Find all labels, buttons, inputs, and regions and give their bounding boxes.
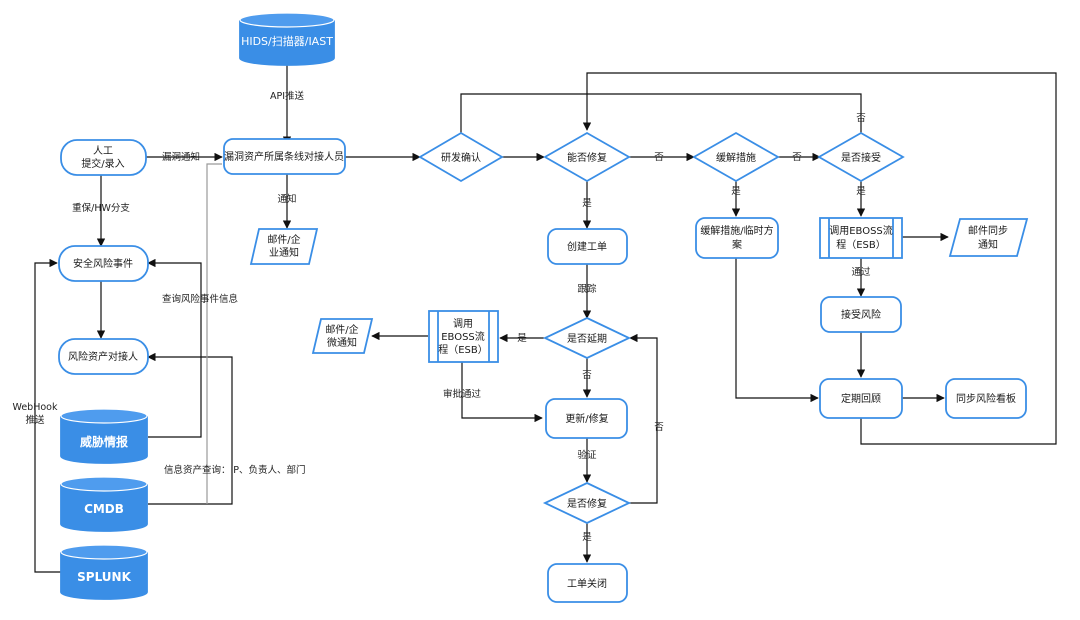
node-risk-contact[interactable]: 风险资产对接人 [58,338,149,375]
node-threat-intel-label: 威胁情报 [80,434,128,449]
node-security-event[interactable]: 安全风险事件 [58,245,149,282]
node-risk-contact-label: 风险资产对接人 [68,350,138,363]
node-splunk-label: SPLUNK [77,570,131,584]
node-manual[interactable]: 人工 提交/录入 [60,139,147,176]
label-verify: 验证 [577,449,597,461]
edge-labels: API推送 漏洞通知 通知 重保/HW分支 查询风险事件信息 WebHook 推… [13,90,871,543]
node-eboss-delay-label-1: 调用 [453,318,473,330]
node-security-event-label: 安全风险事件 [73,257,133,270]
label-yes-fix: 是 [582,198,592,209]
node-create-ticket-label: 创建工单 [567,240,607,253]
node-rd-confirm[interactable]: 研发确认 [418,131,504,183]
label-track: 跟踪 [577,283,597,295]
node-mail-enterprise-2[interactable]: 邮件/企 微通知 [311,318,374,354]
label-webhook-1: WebHook [13,402,58,413]
node-cmdb[interactable]: CMDB [60,476,148,532]
node-eboss-accept-label-1: 调用EBOSS流 [829,224,893,237]
edge-fixed-no-loop [628,333,658,504]
label-query-event: 查询风险事件信息 [162,293,238,305]
label-yes-accept: 是 [856,186,866,197]
node-delay[interactable]: 是否延期 [542,317,632,359]
node-sync-board-label: 同步风险看板 [956,392,1016,405]
node-eboss-accept[interactable]: 调用EBOSS流 程（ESB） [819,217,903,259]
node-mail-enterprise-2-label-2: 微通知 [327,336,357,349]
node-can-fix-label: 能否修复 [567,151,607,164]
node-threat-intel[interactable]: 威胁情报 [60,408,148,464]
label-approved: 审批通过 [443,388,482,400]
node-mail-enterprise-1-label-1: 邮件/企 [267,233,300,246]
node-can-fix[interactable]: 能否修复 [543,131,631,183]
node-update-fix-label: 更新/修复 [565,412,608,425]
node-ticket-closed[interactable]: 工单关闭 [547,563,628,603]
edge-threat-to-event [147,258,202,438]
edge-cmdb-to-dispatch [206,163,222,504]
label-no-delay: 否 [582,370,592,381]
edge-eboss-to-update [461,362,543,423]
node-splunk[interactable]: SPLUNK [60,544,148,600]
edge-plan-to-review [735,257,819,403]
node-dispatch[interactable]: 漏洞资产所属条线对接人员 [223,138,346,175]
node-accept-risk-label: 接受风险 [841,308,881,321]
node-eboss-delay-label-3: 程（ESB） [438,344,488,356]
nodes: HIDS/扫描器/IAST 人工 提交/录入 漏洞资产所属条线对接人员 研发确认… [58,12,1029,603]
node-create-ticket[interactable]: 创建工单 [547,228,628,265]
edge-accept-no-loop [460,93,862,133]
label-critical-hw: 重保/HW分支 [72,202,130,214]
node-mitigation-plan[interactable]: 缓解措施/临时方 案 [695,217,779,259]
label-api-push: API推送 [270,90,305,102]
label-yes-mitigation: 是 [731,186,741,197]
node-mail-enterprise-1-label-2: 业通知 [269,246,299,259]
label-yes-delay: 是 [517,333,527,344]
node-mail-enterprise-2-label-1: 邮件/企 [325,323,358,336]
node-eboss-accept-label-2: 程（ESB） [836,239,886,251]
node-mitigation-label: 缓解措施 [716,151,756,164]
node-hids-label: HIDS/扫描器/IAST [241,34,333,48]
node-accept[interactable]: 是否接受 [817,131,905,183]
edges [34,64,1057,573]
node-mitigation-plan-label-2: 案 [732,238,742,251]
node-mail-sync[interactable]: 邮件同步 通知 [948,218,1029,257]
label-vuln-notify: 漏洞通知 [162,151,200,163]
node-fixed[interactable]: 是否修复 [542,482,632,524]
node-ticket-closed-label: 工单关闭 [567,577,607,590]
label-yes-fixed: 是 [582,532,592,543]
node-eboss-delay-label-2: EBOSS流 [441,330,485,343]
edge-splunk-webhook [34,258,61,573]
node-mail-enterprise-1[interactable]: 邮件/企 业通知 [249,228,319,265]
label-no-fixed: 否 [654,422,664,433]
node-fixed-label: 是否修复 [567,497,607,510]
label-asset-query: 信息资产查询：IP、负责人、部门 [164,464,306,476]
label-notify: 通知 [277,193,296,205]
node-accept-risk[interactable]: 接受风险 [820,296,902,333]
label-no-mitigation: 否 [792,152,802,163]
node-hids[interactable]: HIDS/扫描器/IAST [239,12,335,66]
edge-cmdb-to-contact [147,352,233,505]
label-webhook-2: 推送 [25,414,45,426]
node-mail-sync-label-2: 通知 [978,238,998,251]
node-rd-confirm-label: 研发确认 [441,151,481,164]
node-delay-label: 是否延期 [567,333,607,345]
node-cmdb-label: CMDB [84,502,124,516]
node-accept-label: 是否接受 [841,151,881,164]
label-no-accept: 否 [856,113,866,124]
label-no-fix: 否 [654,152,664,163]
node-mitigation-plan-label-1: 缓解措施/临时方 [700,224,773,237]
label-pass: 通过 [851,266,871,278]
node-manual-label-2: 提交/录入 [81,157,124,170]
node-mitigation[interactable]: 缓解措施 [692,131,780,183]
node-sync-board[interactable]: 同步风险看板 [945,378,1027,419]
node-mail-sync-label-1: 邮件同步 [968,224,1008,237]
node-update-fix[interactable]: 更新/修复 [545,398,628,439]
edge-review-loop [582,72,1057,445]
node-dispatch-label: 漏洞资产所属条线对接人员 [224,150,344,163]
node-periodic-review-label: 定期回顾 [841,392,881,405]
node-periodic-review[interactable]: 定期回顾 [819,378,903,419]
node-eboss-delay[interactable]: 调用 EBOSS流 程（ESB） [428,310,499,363]
node-manual-label-1: 人工 [93,145,113,157]
